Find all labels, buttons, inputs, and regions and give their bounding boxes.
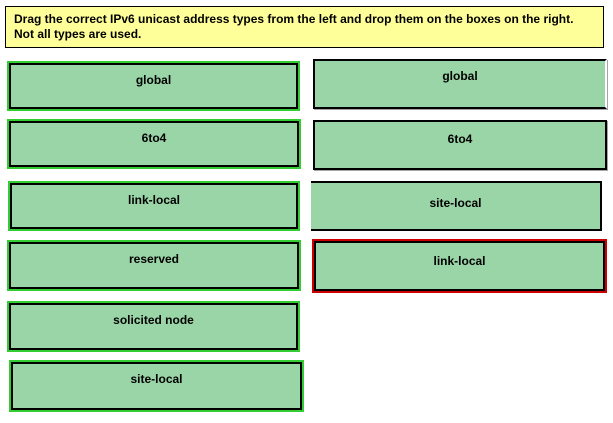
instructions-banner: Drag the correct IPv6 unicast address ty…	[5, 6, 604, 48]
drag-item-solicited-node[interactable]: solicited node	[7, 301, 300, 352]
drag-item-6to4[interactable]: 6to4	[7, 119, 301, 169]
drag-item-site-local[interactable]: site-local	[9, 360, 304, 412]
drag-item-global[interactable]: global	[7, 61, 300, 111]
drop-target-label: global	[442, 69, 478, 83]
drag-item-reserved[interactable]: reserved	[7, 240, 301, 291]
drop-target-label: site-local	[429, 196, 482, 210]
drag-item-label: reserved	[128, 252, 180, 266]
drop-target-4[interactable]: link-local	[312, 239, 607, 293]
drag-item-label: site-local	[130, 372, 183, 386]
drag-item-link-local[interactable]: link-local	[8, 181, 300, 231]
drop-target-label: 6to4	[447, 132, 473, 146]
drag-item-label: global	[135, 73, 172, 87]
drop-target-label: link-local	[433, 254, 486, 268]
drop-target-1[interactable]: global	[313, 59, 607, 109]
drop-target-2[interactable]: 6to4	[313, 120, 607, 170]
drag-item-label: link-local	[127, 193, 180, 207]
drag-item-label: 6to4	[141, 131, 167, 145]
drag-item-label: solicited node	[113, 313, 194, 327]
drop-target-3[interactable]: site-local	[311, 181, 602, 231]
